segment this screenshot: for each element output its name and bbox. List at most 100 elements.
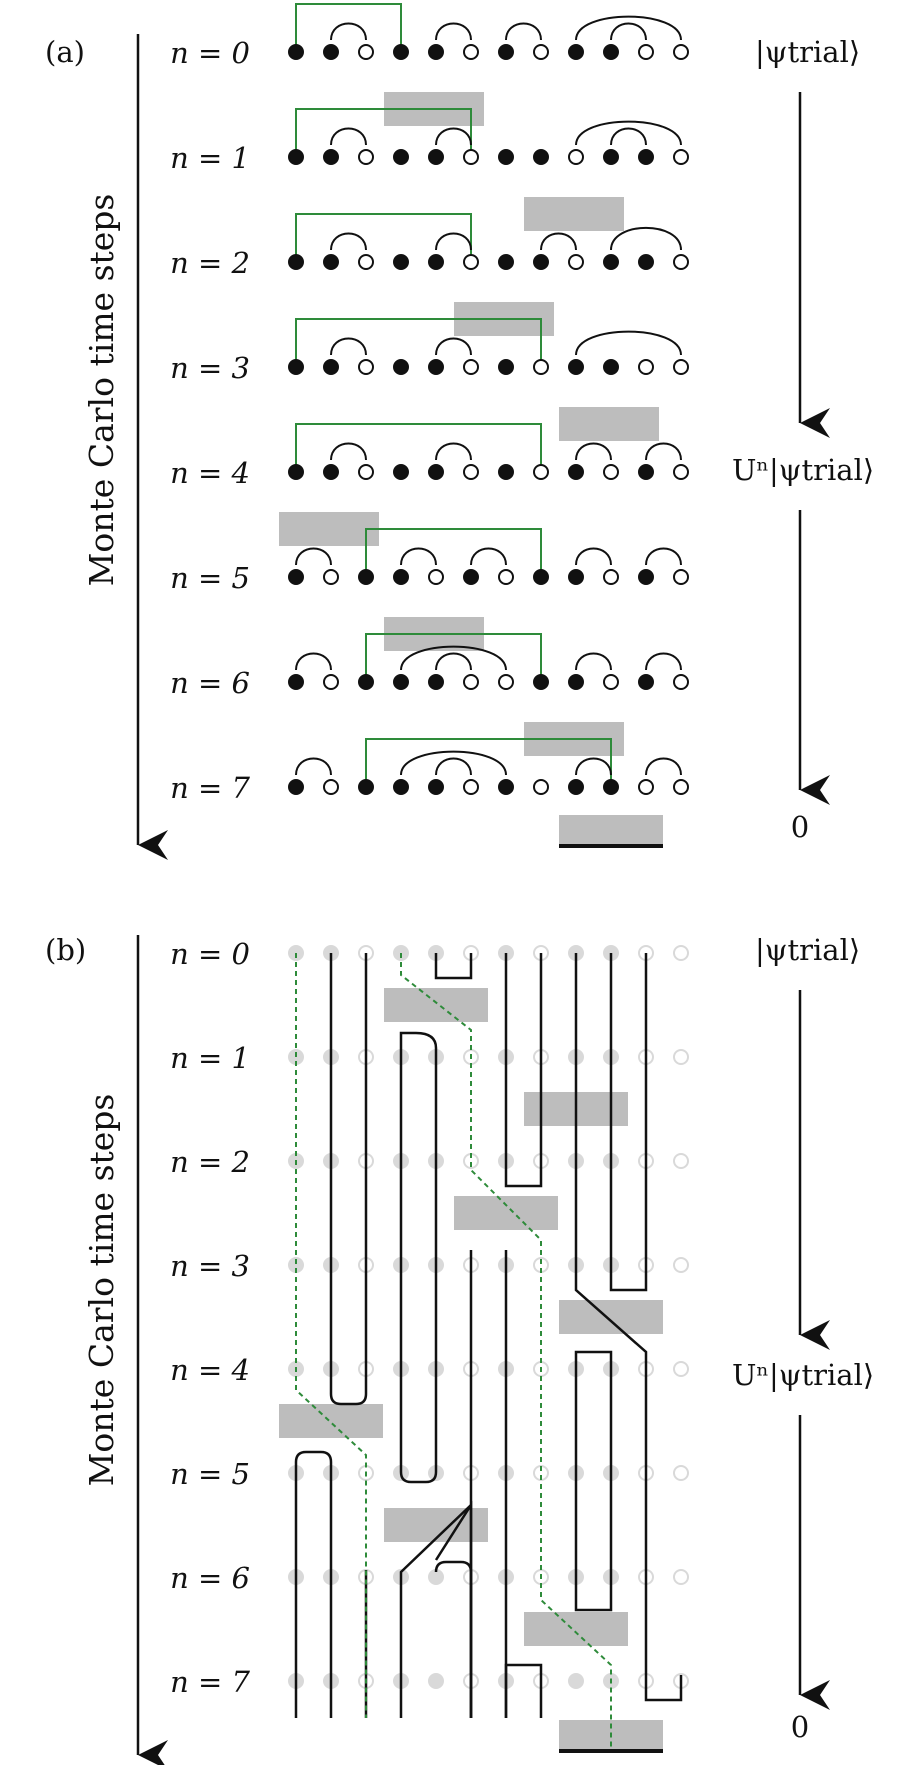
row-label: n = 7: [170, 1665, 250, 1699]
empty-site: [638, 359, 654, 375]
gate-box: [559, 815, 663, 847]
pair-arc: [645, 652, 682, 671]
empty-site: [673, 779, 689, 795]
filled-site: [498, 44, 514, 60]
empty-site: [533, 44, 549, 60]
worldline: [294, 1450, 333, 1718]
worldline: [434, 1560, 473, 1718]
filled-site: [603, 254, 619, 270]
filled-site: [358, 674, 374, 690]
empty-site: [463, 149, 479, 165]
worldline: [329, 953, 368, 1406]
faded-site: [673, 1049, 689, 1065]
faded-site: [673, 1465, 689, 1481]
worldline: [504, 1663, 543, 1718]
panel-a-state-middle: Uⁿ|ψtrial⟩: [732, 453, 874, 487]
empty-site: [533, 779, 549, 795]
pair-arc: [330, 232, 367, 251]
pair-arc: [610, 226, 682, 251]
empty-site: [673, 569, 689, 585]
row-label: n = 6: [170, 666, 250, 700]
panel-b-state-middle: Uⁿ|ψtrial⟩: [732, 1358, 874, 1392]
filled-site: [428, 359, 444, 375]
empty-site: [533, 464, 549, 480]
faded-site: [673, 1361, 689, 1377]
filled-site: [498, 254, 514, 270]
row-label: n = 5: [170, 561, 250, 595]
empty-site: [358, 44, 374, 60]
empty-site: [358, 149, 374, 165]
filled-site: [288, 359, 304, 375]
empty-site: [323, 674, 339, 690]
gate-box: [279, 512, 379, 546]
empty-site: [428, 569, 444, 585]
empty-site: [568, 254, 584, 270]
empty-site: [673, 674, 689, 690]
panel-a-axis-title: Monte Carlo time steps: [82, 194, 121, 587]
filled-site: [638, 569, 654, 585]
green-bond: [295, 3, 402, 52]
pair-arc: [610, 127, 647, 146]
faded-site: [568, 1673, 584, 1689]
row-label: n = 4: [170, 1353, 250, 1387]
filled-site: [288, 779, 304, 795]
empty-site: [498, 674, 514, 690]
gate-box: [384, 988, 488, 1022]
panel-b-label: (b): [45, 933, 86, 967]
pair-arc: [470, 547, 507, 566]
filled-site: [603, 149, 619, 165]
filled-site: [288, 569, 304, 585]
row-label: n = 1: [170, 1041, 250, 1075]
filled-site: [323, 359, 339, 375]
filled-site: [603, 359, 619, 375]
filled-site: [428, 44, 444, 60]
empty-site: [463, 464, 479, 480]
pair-arc: [575, 15, 682, 41]
green-bond: [295, 318, 542, 367]
row-label: n = 4: [170, 456, 250, 490]
row-label: n = 2: [170, 246, 250, 280]
empty-site: [638, 779, 654, 795]
panel-b: (b) Monte Carlo time steps n = 0n = 1n =…: [45, 933, 874, 1765]
pair-arc: [435, 337, 472, 356]
filled-site: [393, 359, 409, 375]
pair-arc: [435, 127, 472, 146]
green-worldline: [295, 953, 367, 1718]
empty-site: [323, 569, 339, 585]
filled-site: [428, 779, 444, 795]
pair-arc: [435, 757, 472, 776]
panel-b-axis-title: Monte Carlo time steps: [82, 1094, 121, 1487]
filled-site: [568, 44, 584, 60]
filled-site: [393, 44, 409, 60]
empty-site: [673, 44, 689, 60]
worldline: [434, 953, 473, 980]
gate-box: [279, 1404, 383, 1438]
filled-site: [568, 569, 584, 585]
filled-site: [393, 569, 409, 585]
pair-arc: [435, 22, 472, 41]
faded-site: [673, 945, 689, 961]
filled-site: [288, 149, 304, 165]
filled-site: [288, 44, 304, 60]
pair-arc: [435, 232, 472, 251]
row-label: n = 5: [170, 1457, 250, 1491]
filled-site: [393, 674, 409, 690]
empty-site: [323, 779, 339, 795]
panel-b-content: [136, 935, 830, 1765]
filled-site: [568, 674, 584, 690]
row-label: n = 1: [170, 141, 250, 175]
faded-site: [428, 1569, 444, 1585]
empty-site: [463, 44, 479, 60]
row-label: n = 6: [170, 1561, 250, 1595]
faded-site: [673, 1257, 689, 1273]
pair-arc: [575, 547, 612, 566]
row-label: n = 2: [170, 1145, 250, 1179]
gate-box: [559, 407, 659, 441]
green-bond: [365, 738, 612, 787]
gate-box: [454, 1196, 558, 1230]
filled-site: [358, 569, 374, 585]
panel-a-content: [136, 3, 830, 860]
empty-site: [638, 44, 654, 60]
filled-site: [638, 464, 654, 480]
